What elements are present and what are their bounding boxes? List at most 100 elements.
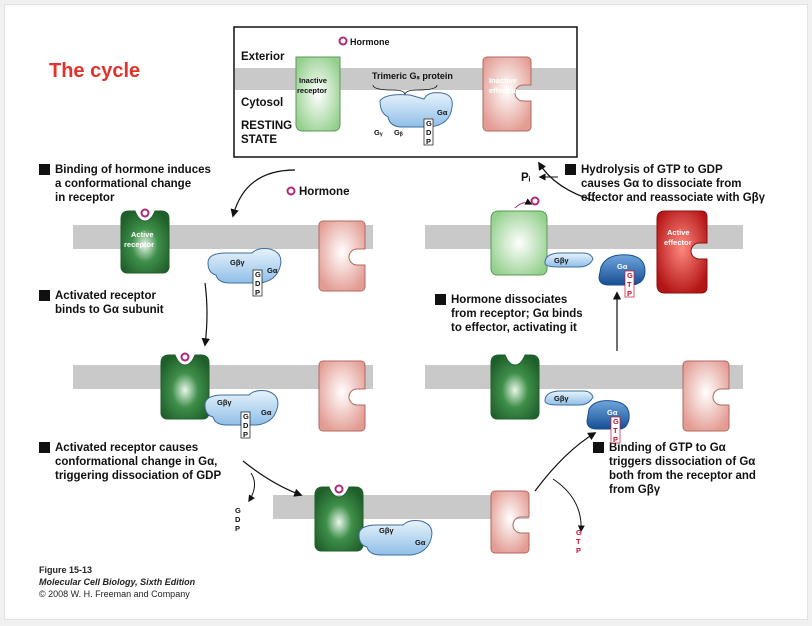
g-a-label: Gα — [617, 262, 628, 271]
svg-text:G: G — [613, 417, 619, 426]
arrow-hormone-leaving — [514, 198, 533, 209]
step-3-line-2: conformational change in Gα, — [55, 456, 217, 468]
step4-diagram: Gβγ Gα G T P — [490, 354, 730, 444]
svg-text:P: P — [255, 288, 260, 297]
svg-text:P: P — [243, 430, 248, 439]
step-4-badge — [593, 442, 604, 453]
inactive-receptor-shape — [490, 210, 548, 276]
hormone-icon — [286, 186, 296, 196]
g-by-label: Gβγ — [230, 258, 245, 267]
step-6-line-3: effector and reassociate with Gβγ — [581, 192, 766, 204]
step2-diagram: Gβγ Gα G D P — [160, 352, 366, 439]
arrow-step3 — [242, 460, 303, 497]
active-receptor-shape — [160, 354, 210, 420]
gdp-icon: G D P — [252, 269, 263, 297]
svg-text:G: G — [576, 528, 582, 537]
arrow-step4 — [534, 432, 597, 492]
g-by-label: Gβγ — [554, 256, 569, 265]
slide: The cycle Hormone Exterior Cytosol Inact… — [4, 4, 808, 620]
arrow-gdp-out — [248, 472, 255, 503]
pi-label: Pᵢ — [521, 172, 531, 184]
arrow-step6 — [538, 161, 596, 202]
step-3-line-3: triggering dissociation of GDP — [55, 470, 221, 482]
effector-shape — [682, 360, 730, 432]
g-protein-cycle-diagram: The cycle Hormone Exterior Cytosol Inact… — [39, 26, 766, 599]
resting-g-protein-shape — [379, 92, 453, 128]
resting-hormone-label: Hormone — [350, 37, 390, 47]
active-receptor-label-1: Active — [131, 230, 154, 239]
effector-shape — [490, 490, 530, 554]
gdp-icon: G D P — [240, 411, 251, 439]
step-2-line-1: Activated receptor — [55, 290, 157, 302]
g-a-label: Gα — [415, 538, 426, 547]
step-4-line-4: from Gβγ — [609, 484, 661, 496]
step-6-line-1: Hydrolysis of GTP to GDP — [581, 164, 723, 176]
svg-text:G: G — [255, 270, 261, 279]
step-4-line-2: triggers dissociation of Gα — [609, 456, 755, 468]
g-protein-shape — [207, 248, 282, 284]
step-1-badge — [39, 164, 50, 175]
step6-diagram: Gβγ Gα G T P Active effector — [490, 196, 708, 298]
inactive-receptor-shape — [295, 56, 341, 132]
title: The cycle — [49, 60, 140, 82]
step1-diagram: Active receptor Gβγ Gα G D P — [120, 208, 366, 297]
step-5-line-2: from receptor; Gα binds — [451, 308, 583, 320]
g-protein-shape — [204, 390, 279, 426]
g-by-label: Gβγ — [379, 526, 394, 535]
step-1-number: 1 — [42, 165, 47, 175]
svg-text:P: P — [613, 435, 618, 444]
arrow-gtp-in — [552, 478, 585, 533]
inactive-receptor-label-2: receptor — [297, 86, 327, 95]
svg-text:T: T — [576, 537, 581, 546]
step-2-line-2: binds to Gα subunit — [55, 304, 164, 316]
cytosol-label: Cytosol — [241, 97, 283, 109]
resting-gbeta-label: Gᵦ — [394, 128, 403, 137]
resting-galpha-label: Gα — [437, 108, 448, 117]
step-6-line-2: causes Gα to dissociate from — [581, 178, 741, 190]
effector-shape — [318, 360, 366, 432]
step-4-line-3: both from the receptor and — [609, 470, 756, 482]
effector-shape — [318, 220, 366, 292]
trimeric-label: Trimeric Gₛ protein — [372, 71, 453, 81]
g-a-label: Gα — [267, 266, 278, 275]
svg-text:G: G — [235, 506, 241, 515]
svg-text:D: D — [235, 515, 241, 524]
released-gdp: G D P — [235, 506, 241, 533]
svg-text:T: T — [627, 280, 632, 289]
active-receptor-shape — [490, 354, 540, 420]
inactive-effector-label-2: effector — [489, 86, 517, 95]
active-receptor-label-2: receptor — [124, 240, 154, 249]
copyright: © 2008 W. H. Freeman and Company — [39, 589, 190, 599]
hormone-icon — [180, 352, 190, 362]
svg-text:P: P — [576, 546, 581, 555]
hormone-icon — [140, 208, 150, 218]
incoming-gtp: G T P — [576, 528, 582, 555]
svg-text:G: G — [426, 119, 432, 128]
g-protein-shape — [358, 520, 433, 556]
step-1-line-1: Binding of hormone induces — [55, 164, 211, 176]
figure-number: Figure 15-13 — [39, 565, 92, 575]
book-title: Molecular Cell Biology, Sixth Edition — [39, 577, 196, 587]
svg-text:P: P — [627, 289, 632, 298]
svg-text:D: D — [255, 279, 261, 288]
step-5-line-3: to effector, activating it — [451, 322, 577, 334]
resting-state-label-2: STATE — [241, 134, 277, 146]
g-by-label: Gβγ — [217, 398, 232, 407]
step-4-number: 4 — [596, 443, 601, 453]
hormone-icon — [530, 196, 540, 206]
active-receptor-shape — [314, 486, 364, 552]
svg-text:G: G — [243, 412, 249, 421]
step-2-badge — [39, 290, 50, 301]
step-3-number: 3 — [42, 443, 47, 453]
gtp-icon: G T P — [624, 270, 635, 298]
resting-ggamma-label: Gᵧ — [374, 128, 383, 137]
resting-gdp: G D P — [423, 118, 434, 146]
active-effector-label-1: Active — [667, 228, 690, 237]
inactive-effector-label-1: Inactive — [489, 76, 517, 85]
hormone-icon — [338, 36, 348, 46]
g-by-shape — [544, 252, 594, 268]
